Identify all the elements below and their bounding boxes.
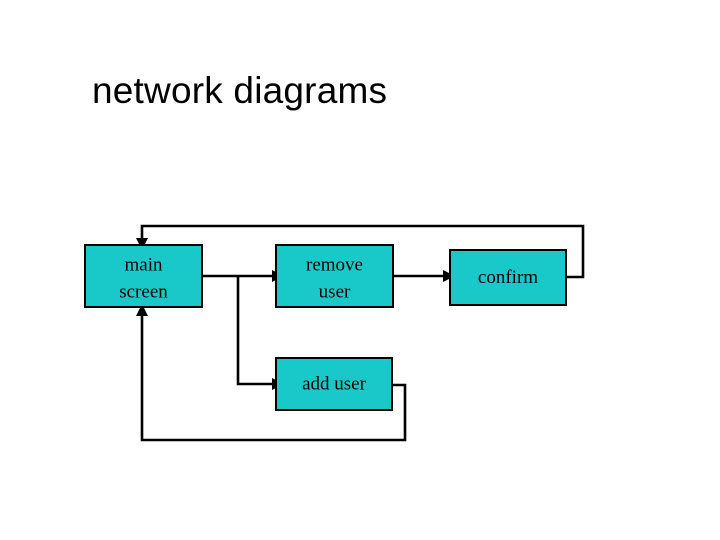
node-confirm-label: confirm (478, 267, 538, 288)
node-add-user-box[interactable] (275, 357, 393, 411)
node-add-user[interactable]: add user (275, 357, 393, 411)
edge-add-to-main-arrowhead (136, 304, 148, 316)
node-main-screen-label-line1: main (125, 254, 163, 275)
node-add-user-label: add user (302, 373, 367, 394)
edge-confirm-to-main-line (140, 224, 585, 279)
node-remove-user-label-line2: user (319, 281, 351, 302)
node-remove-user-label-line1: remove (306, 254, 363, 275)
node-main-screen-box[interactable] (84, 244, 203, 308)
node-confirm-box[interactable] (449, 249, 567, 306)
edge-remove-to-confirm (393, 270, 455, 282)
node-main-screen-label-line2: screen (119, 281, 168, 302)
edge-main-to-remove (202, 270, 284, 282)
node-main-screen[interactable]: main screen (84, 244, 203, 308)
edge-main-to-add-line (236, 276, 272, 386)
edge-add-to-main-line (140, 316, 407, 442)
page-title: network diagrams (92, 70, 388, 111)
node-remove-user-box[interactable] (275, 244, 394, 308)
node-confirm[interactable]: confirm (449, 249, 567, 306)
node-remove-user[interactable]: remove user (275, 244, 394, 308)
edge-add-to-main (136, 304, 407, 442)
